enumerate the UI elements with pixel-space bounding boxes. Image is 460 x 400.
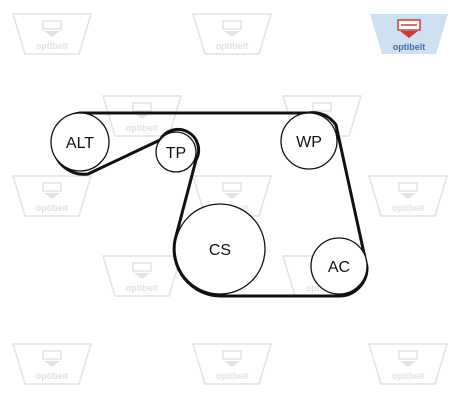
watermark-wordmark: optibelt (392, 371, 425, 381)
watermark-wordmark: optibelt (392, 203, 425, 213)
watermark-logo: optibelt (191, 13, 273, 55)
logo-emblem-icon (397, 19, 421, 38)
pulley-label-ac: AC (328, 259, 350, 276)
pulley-cs: CS (174, 203, 266, 295)
pulley-wp: WP (280, 112, 338, 170)
pulley-tp: TP (155, 131, 197, 173)
pulley-label-alt: ALT (66, 135, 94, 152)
watermark-wordmark: optibelt (36, 371, 69, 381)
logo-wordmark: optibelt (393, 42, 426, 52)
watermark-wordmark: optibelt (216, 371, 249, 381)
pulley-label-cs: CS (209, 242, 231, 259)
pulley-alt: ALT (50, 112, 110, 172)
watermark-logo: optibelt (11, 13, 93, 55)
watermark-wordmark: optibelt (126, 123, 159, 133)
watermark-wordmark: optibelt (216, 41, 249, 51)
watermark-logo: optibelt (367, 175, 449, 217)
watermark-logo: optibelt (101, 255, 183, 297)
watermark-logo: optibelt (11, 175, 93, 217)
watermark-wordmark: optibelt (126, 283, 159, 293)
pulley-label-wp: WP (296, 134, 322, 151)
watermark-logo: optibelt (191, 343, 273, 385)
pulley-ac: AC (310, 237, 368, 295)
watermark-wordmark: optibelt (36, 203, 69, 213)
watermark-wordmark: optibelt (36, 41, 69, 51)
watermark-layer: optibelt optibelt optibelt optibelt optibelt… (11, 13, 449, 385)
pulley-label-tp: TP (166, 145, 186, 162)
brand-logo: optibelt (370, 14, 448, 54)
watermark-logo: optibelt (367, 343, 449, 385)
watermark-logo: optibelt (11, 343, 93, 385)
